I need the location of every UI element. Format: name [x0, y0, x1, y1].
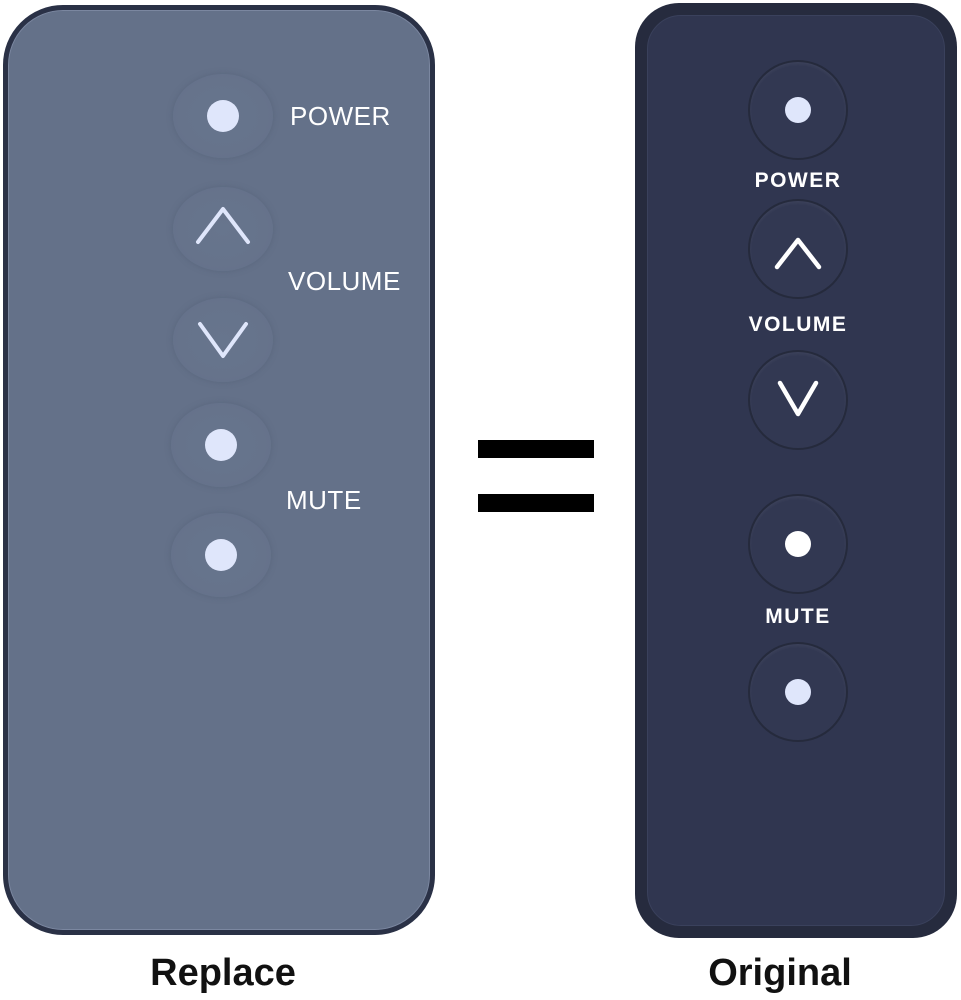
- replace-volume-up-button[interactable]: [173, 187, 273, 271]
- equals-top-bar: [478, 440, 594, 458]
- replace-power-button[interactable]: [173, 74, 273, 158]
- mute-dot-icon: [205, 429, 237, 461]
- original-remote-panel: [647, 15, 945, 926]
- extra-dot-icon: [785, 679, 811, 705]
- chevron-down-icon: [198, 322, 248, 358]
- original-remote: POWER VOLUME MUTE: [635, 3, 957, 938]
- chevron-down-icon: [777, 380, 819, 417]
- chevron-up-icon: [196, 207, 250, 244]
- equals-bottom-bar: [478, 494, 594, 512]
- replace-mute-label: MUTE: [286, 485, 362, 515]
- original-power-label: POWER: [754, 169, 842, 192]
- replace-volume-down-button[interactable]: [173, 298, 273, 382]
- chevron-up-icon: [774, 237, 822, 270]
- replace-caption: Replace: [150, 952, 296, 994]
- replace-power-label: POWER: [290, 101, 391, 131]
- original-power-button[interactable]: [750, 62, 846, 158]
- replace-mute-button[interactable]: [171, 403, 271, 487]
- original-volume-up-button[interactable]: [750, 201, 846, 297]
- replace-volume-label: VOLUME: [288, 266, 401, 296]
- power-dot-icon: [207, 100, 239, 132]
- original-volume-label: VOLUME: [748, 313, 848, 336]
- original-mute-label: MUTE: [765, 605, 831, 628]
- replace-extra-button[interactable]: [171, 513, 271, 597]
- original-volume-down-button[interactable]: [750, 352, 846, 448]
- original-mute-button[interactable]: [750, 496, 846, 592]
- mute-dot-icon: [785, 531, 811, 557]
- replacement-remote: POWER VOLUME MUTE: [3, 5, 435, 935]
- original-extra-button[interactable]: [750, 644, 846, 740]
- power-dot-icon: [785, 97, 811, 123]
- extra-dot-icon: [205, 539, 237, 571]
- original-caption: Original: [708, 952, 852, 994]
